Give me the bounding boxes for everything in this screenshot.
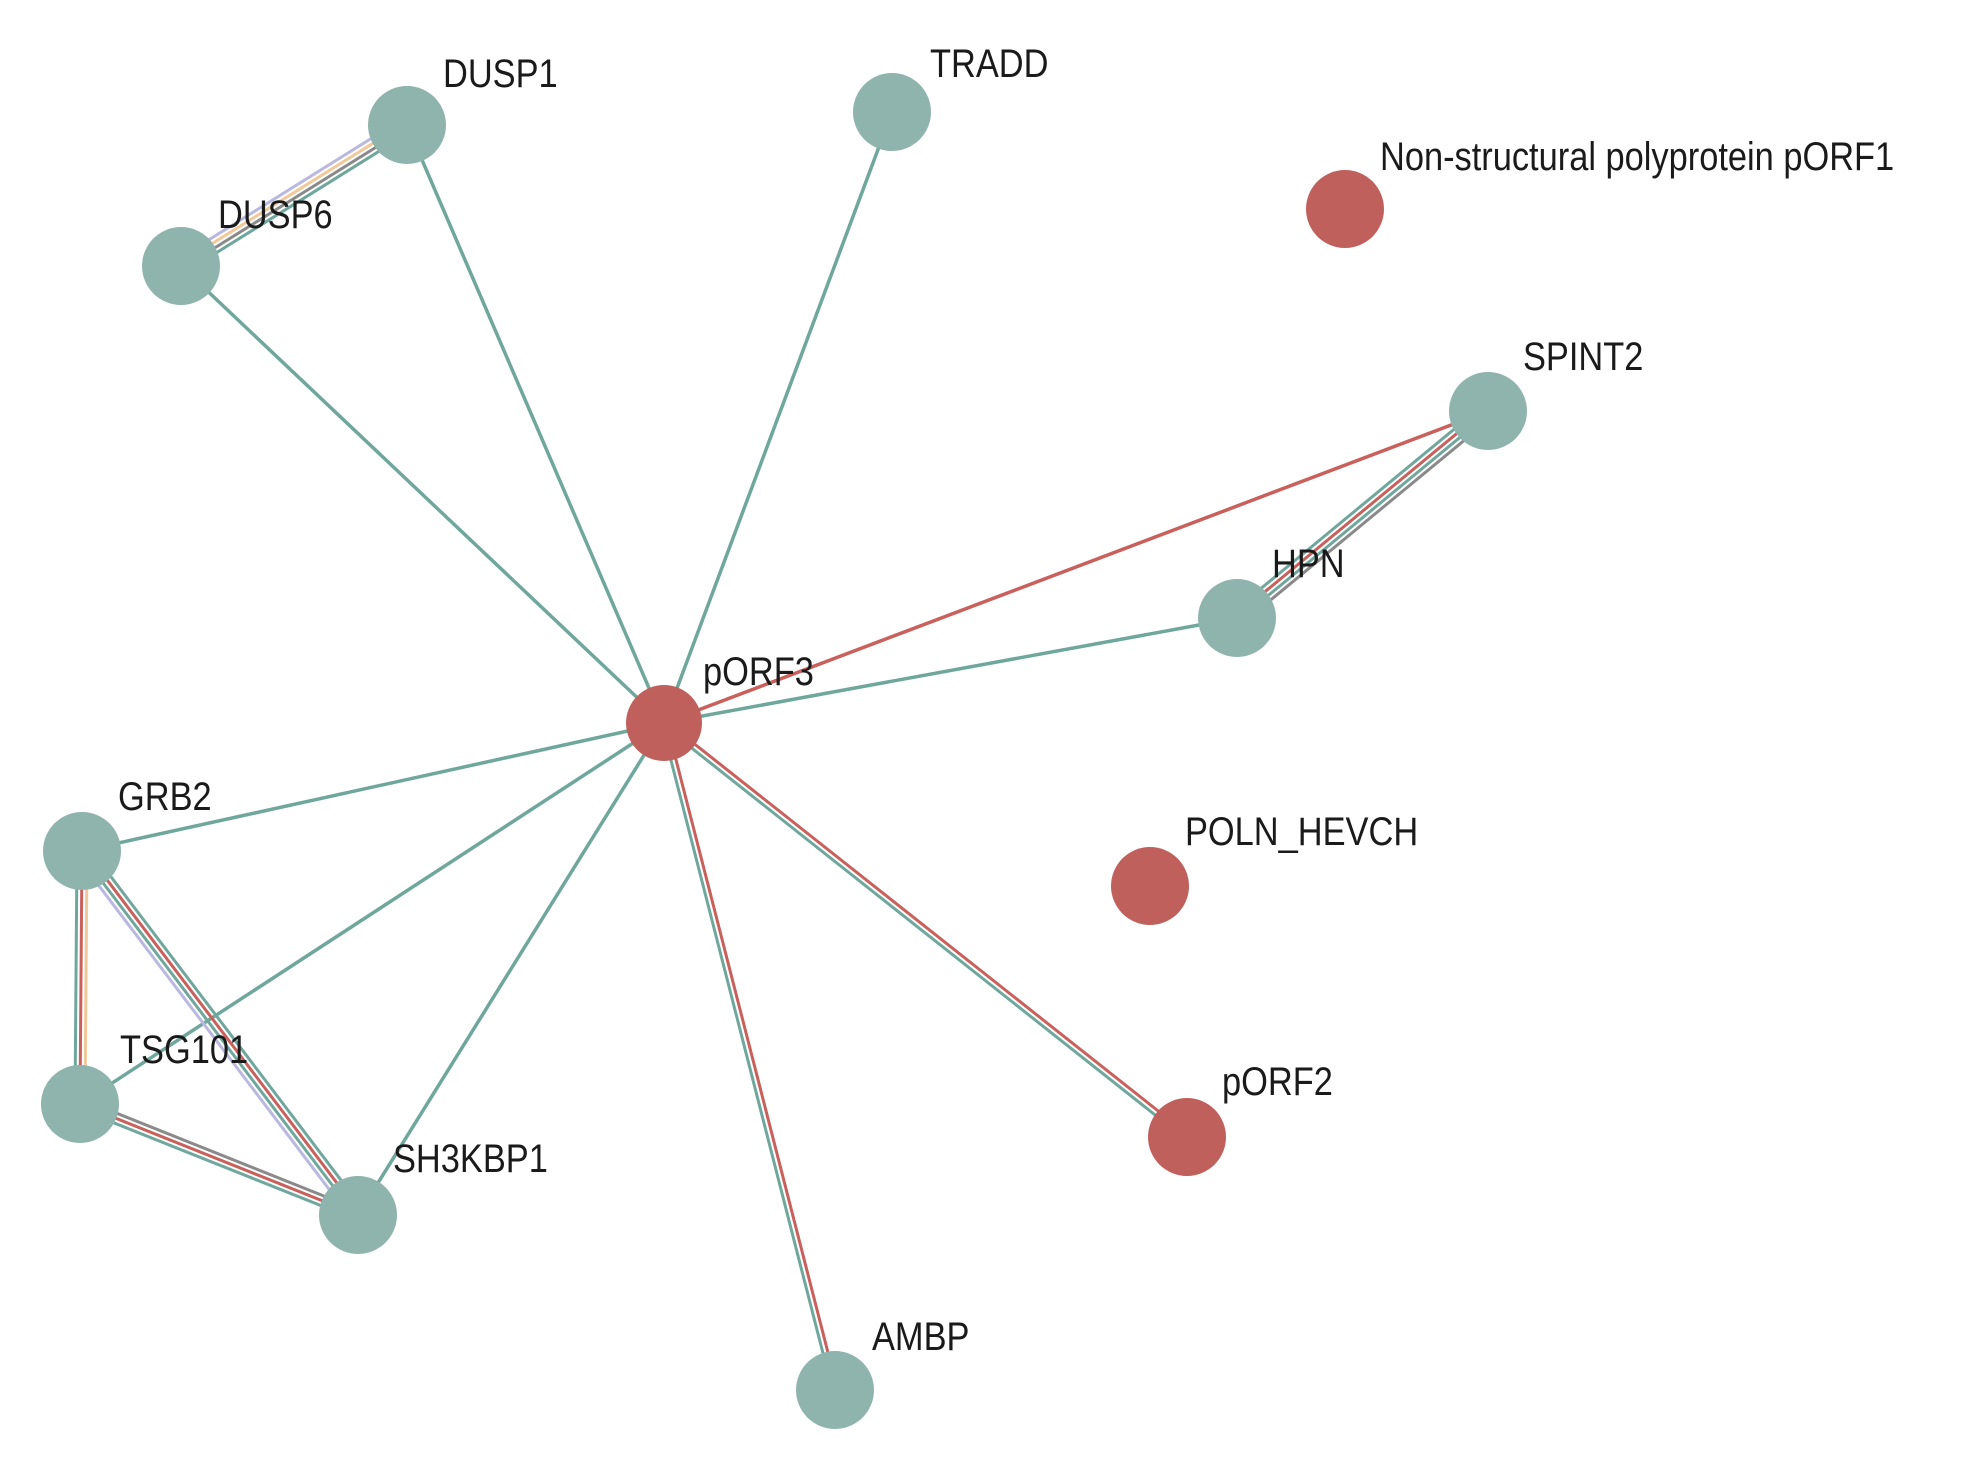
edge-evidence-line [664,719,1191,1137]
node-tradd[interactable] [853,73,931,151]
node-tsg101[interactable] [41,1065,119,1143]
edge-evidence-line [1237,411,1492,622]
edge-evidence-line [175,117,405,262]
edge-tsg101-sh3kbp1[interactable] [76,1097,362,1222]
edge-porf3-ambp[interactable] [660,720,839,1393]
edge-evidence-line [78,721,666,1106]
node-dusp1[interactable] [368,86,446,164]
edge-evidence-line [78,851,358,1219]
edge-evidence-line [78,1102,360,1217]
edge-evidence-line [179,264,666,725]
edge-evidence-line [660,722,835,1393]
edge-evidence-line [662,409,1490,725]
edge-dusp1-dusp6[interactable] [175,117,413,274]
edge-evidence-line [86,844,366,1212]
node-label-tradd: TRADD [930,41,1048,86]
node-label-dusp6: DUSP6 [218,192,333,237]
node-ambp[interactable] [796,1351,874,1429]
edge-evidence-line [356,721,666,1217]
edge-evidence-line [1240,415,1495,626]
edge-evidence-line [76,1107,358,1222]
node-label-dusp1: DUSP1 [443,51,558,96]
node-label-grb2: GRB2 [118,774,212,819]
edge-evidence-line [83,849,89,1106]
node-hpn[interactable] [1198,579,1276,657]
node-label-poln-hevch: POLN_HEVCH [1185,809,1418,854]
nodes-layer [41,73,1527,1429]
edge-spint2-hpn[interactable] [1230,403,1495,626]
edge-porf3-tradd[interactable] [662,110,894,725]
node-spint2[interactable] [1449,372,1527,450]
node-grb2[interactable] [43,812,121,890]
edge-evidence-line [178,121,408,266]
edge-porf3-tsg101[interactable] [78,721,666,1106]
edge-evidence-line [660,723,1187,1141]
edge-evidence-line [80,1097,362,1212]
node-label-hpn: HPN [1272,541,1345,586]
edge-porf3-spint2[interactable] [662,409,1490,725]
node-label-porf2: pORF2 [1222,1059,1333,1104]
edge-evidence-line [405,123,666,725]
edge-evidence-line [80,721,666,853]
edge-evidence-line [1230,403,1485,614]
node-label-porf1: Non-structural polyprotein pORF1 [1380,134,1894,179]
node-sh3kbp1[interactable] [319,1176,397,1254]
node-poln-hevch[interactable] [1111,847,1189,925]
edge-evidence-line [82,847,362,1215]
edge-evidence-line [1233,407,1488,618]
node-porf3[interactable] [626,685,702,761]
edge-porf3-porf2[interactable] [660,719,1191,1141]
edge-evidence-line [662,616,1239,725]
edge-porf3-dusp6[interactable] [179,264,666,725]
edge-porf3-hpn[interactable] [662,616,1239,725]
node-label-ambp: AMBP [872,1314,969,1359]
node-porf2[interactable] [1148,1098,1226,1176]
edge-porf3-sh3kbp1[interactable] [356,721,666,1217]
edge-evidence-line [73,849,79,1106]
edge-evidence-line [78,849,84,1106]
node-label-porf3: pORF3 [703,649,814,694]
edge-evidence-line [662,110,894,725]
node-label-spint2: SPINT2 [1523,334,1643,379]
edge-evidence-line [183,129,413,274]
edge-grb2-tsg101[interactable] [73,849,89,1106]
node-dusp6[interactable] [142,227,220,305]
edge-grb2-sh3kbp1[interactable] [74,844,366,1222]
node-label-sh3kbp1: SH3KBP1 [393,1136,548,1181]
edge-evidence-line [664,720,839,1391]
edge-evidence-line [74,854,354,1222]
node-label-tsg101: TSG101 [120,1027,248,1072]
edge-porf3-grb2[interactable] [80,721,666,853]
node-porf1[interactable] [1306,170,1384,248]
edge-evidence-line [180,125,410,270]
edge-porf3-dusp1[interactable] [405,123,666,725]
edges-layer [73,110,1495,1393]
